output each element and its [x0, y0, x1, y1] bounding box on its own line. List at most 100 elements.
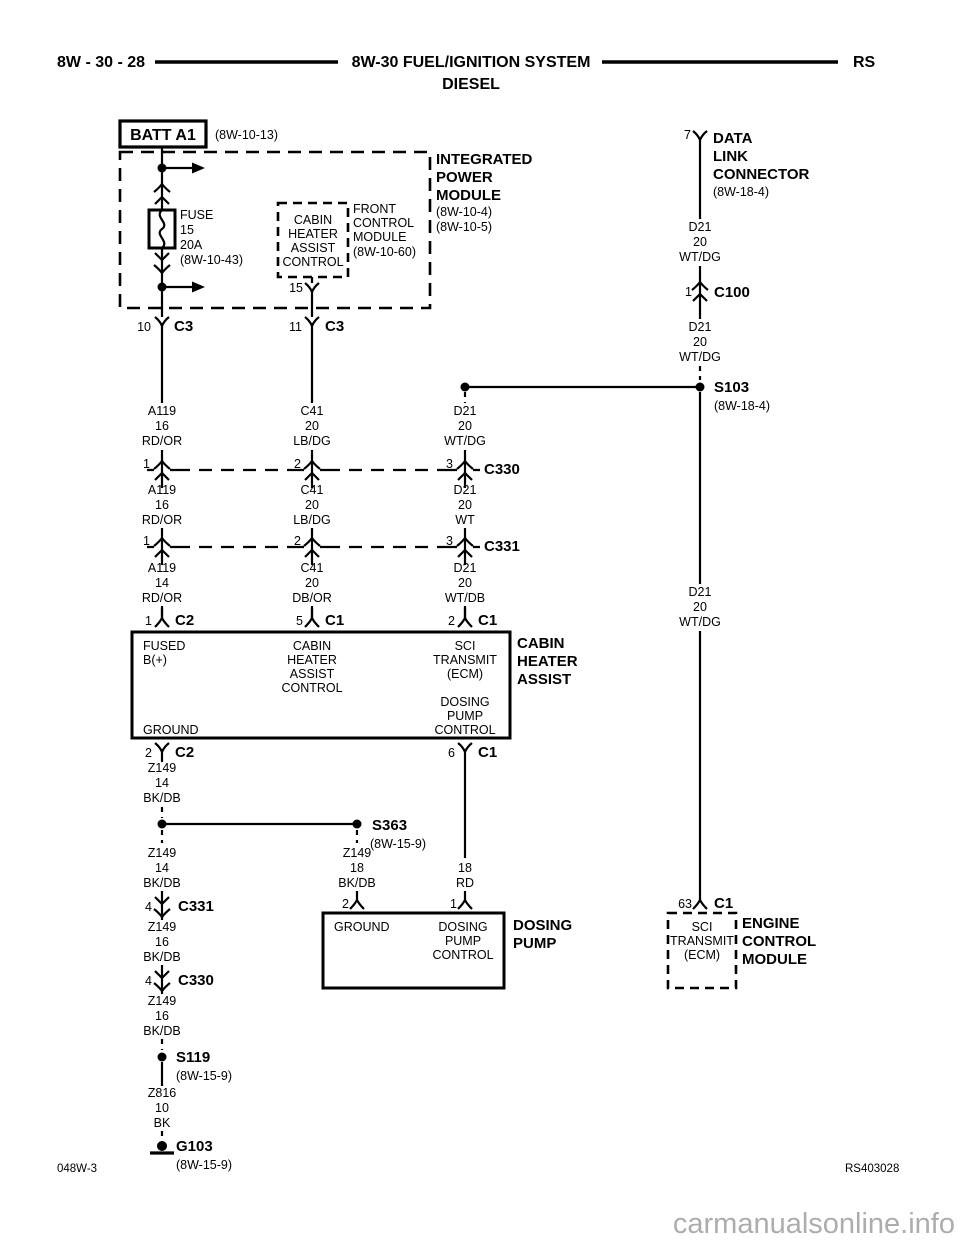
inline-connector-icon [297, 537, 327, 558]
wire-circuit: C41 [301, 483, 324, 497]
wire-color: LB/DG [293, 434, 331, 448]
wire-color: BK/DB [338, 876, 376, 890]
pin-2: 2 [342, 897, 349, 911]
connector-fork-icon [457, 899, 473, 910]
wire-gauge: 16 [155, 419, 169, 433]
connector-c330-label: C330 [178, 972, 214, 989]
pin-ground-label: GROUND [143, 723, 199, 737]
pin-3: 3 [446, 457, 453, 471]
ground-g103-label: G103 [176, 1138, 213, 1155]
connector-c1-label: C1 [714, 895, 733, 912]
inline-connector-icon [153, 896, 171, 918]
pin-sci-label-2: TRANSMIT [670, 934, 734, 948]
battery: BATT A1 (8W-10-13) [118, 119, 278, 149]
pin-control-label-3: ASSIST [290, 667, 335, 681]
splice-s119-ref: (8W-15-9) [176, 1069, 232, 1083]
splice-s363-ref: (8W-15-9) [370, 837, 426, 851]
section-code: RS [853, 54, 876, 71]
wire-c41-column: C41 20 LB/DG C41 20 LB/DG C41 20 DB/OR [292, 336, 332, 618]
dosing-pump: GROUND DOSING PUMP CONTROL DOSING PUMP [321, 911, 572, 990]
cabin-heater-assist: 1 C2 5 C1 2 C1 FUSED B(+) CABIN HEATER A… [130, 608, 578, 762]
ipm-box [118, 150, 432, 310]
connector-fork-icon [304, 282, 320, 302]
pin-2: 2 [294, 534, 301, 548]
connector-fork-icon [457, 608, 473, 628]
connector-c331-label: C331 [178, 898, 214, 915]
pin-3: 3 [446, 534, 453, 548]
connector-c100-label: C100 [714, 284, 750, 301]
pin-2: 2 [145, 746, 152, 760]
wire-gauge: 20 [458, 576, 472, 590]
wire-color: BK/DB [143, 1024, 181, 1038]
s363-leg: Z149 18 BK/DB 2 [338, 830, 376, 911]
battery-label: BATT A1 [130, 127, 196, 144]
fcm-ref: (8W-10-60) [353, 245, 416, 259]
pin-control-label-2: PUMP [445, 934, 481, 948]
connector-c330-row: 1 2 3 C330 [143, 457, 520, 481]
dlc-ref: (8W-18-4) [713, 185, 769, 199]
component-name-1: ENGINE [742, 915, 800, 932]
wire-gauge: 14 [155, 576, 169, 590]
connector-c1-label: C1 [325, 612, 344, 629]
connector-c1-label: C1 [478, 612, 497, 629]
connector-c3-row: 10 C3 11 C3 [137, 316, 344, 336]
engine-control-module: 63 C1 SCI TRANSMIT (ECM) ENGINE CONTROL … [666, 895, 816, 990]
ipm-name-2: POWER [436, 169, 493, 186]
pin-10: 10 [137, 320, 151, 334]
wire-circuit: Z149 [148, 846, 177, 860]
pin-control-label-2: HEATER [287, 653, 337, 667]
wire-circuit: Z149 [343, 846, 372, 860]
pin-4: 4 [145, 974, 152, 988]
ecm-box [666, 911, 738, 990]
inline-connector-icon [147, 460, 177, 481]
wire-color: WT/DG [679, 350, 721, 364]
wire-color: BK/DB [143, 791, 181, 805]
fuse-element-icon [158, 209, 166, 249]
chac-label-2: HEATER [288, 227, 338, 241]
wire-gauge: 20 [693, 600, 707, 614]
wire-circuit: C41 [301, 561, 324, 575]
wire-color: DB/OR [292, 591, 332, 605]
fuse-terminal-upper-icon [153, 183, 171, 205]
pin-63: 63 [678, 897, 692, 911]
branch-arrow-icon [192, 281, 205, 293]
wire-circuit: Z149 [148, 920, 177, 934]
splice-s103-label: S103 [714, 379, 749, 396]
wire-circuit: A119 [148, 483, 176, 497]
wire-gauge: 20 [305, 576, 319, 590]
ground-g103-icon [157, 1141, 167, 1151]
pin-control-label-1: CABIN [293, 639, 331, 653]
wire-color: BK [154, 1116, 171, 1130]
pin-15: 15 [289, 281, 303, 295]
battery-ref: (8W-10-13) [215, 128, 278, 142]
wire-circuit: Z149 [148, 761, 177, 775]
fuse-label-1: FUSE [180, 208, 213, 222]
dosing-pump-box [321, 911, 506, 990]
wire-color: WT [455, 513, 475, 527]
splice-s103-dot [695, 382, 705, 392]
component-name-3: ASSIST [517, 671, 571, 688]
wire-circuit: D21 [689, 220, 712, 234]
connector-c1-label: C1 [478, 744, 497, 761]
dlc-name-1: DATA [713, 130, 753, 147]
wire-color: RD [456, 876, 474, 890]
fuse-ref: (8W-10-43) [180, 253, 243, 267]
chac-box [276, 201, 350, 279]
wire-circuit: D21 [454, 561, 477, 575]
wire-color: WT/DG [679, 250, 721, 264]
connector-c331-row: 1 2 3 C331 [143, 534, 520, 558]
component-name-1: DOSING [513, 917, 572, 934]
ipm-ref-2: (8W-10-5) [436, 220, 492, 234]
splice-s363-label: S363 [372, 817, 407, 834]
wire-d21-main-column: D21 20 WT/DG 1 C100 D21 20 WT/DG S103 (8… [465, 150, 770, 900]
fuse-label-3: 20A [180, 238, 203, 252]
connector-c2-label: C2 [175, 744, 194, 761]
wire-color: RD/OR [142, 434, 182, 448]
wire-circuit: D21 [689, 585, 712, 599]
pin-sci-label-1: SCI [692, 920, 713, 934]
wire-color: LB/DG [293, 513, 331, 527]
dlc-name-3: CONNECTOR [713, 166, 810, 183]
rd-leg: 18 RD 1 [450, 762, 474, 911]
